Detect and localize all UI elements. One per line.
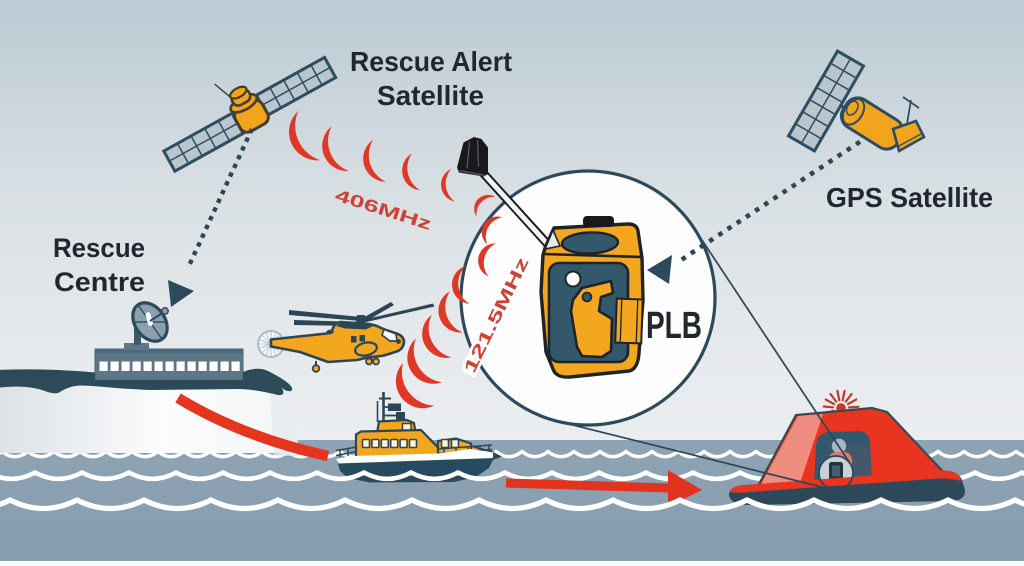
svg-text:Satellite: Satellite [377,80,484,111]
svg-text:Rescue: Rescue [53,233,145,263]
svg-text:Centre: Centre [54,267,145,297]
svg-text:GPS Satellite: GPS Satellite [826,182,993,213]
svg-text:PLB: PLB [646,305,702,347]
svg-text:Rescue Alert: Rescue Alert [350,46,512,77]
